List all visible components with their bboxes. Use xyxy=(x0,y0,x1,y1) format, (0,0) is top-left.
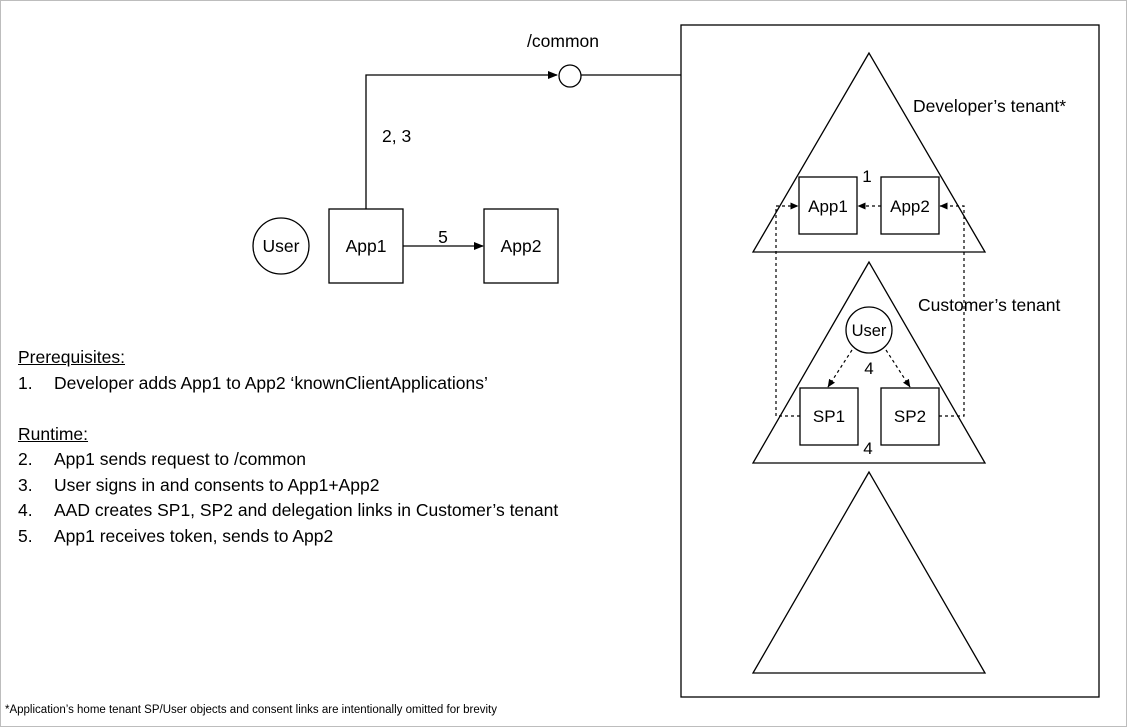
common-endpoint-node xyxy=(558,64,582,88)
common-endpoint-label: /common xyxy=(527,31,599,51)
notes-panel: Prerequisites: 1. Developer adds App1 to … xyxy=(18,345,558,549)
runtime-item: 3. User signs in and consents to App1+App… xyxy=(18,473,558,499)
prerequisite-item: 1. Developer adds App1 to App2 ‘knownClie… xyxy=(18,371,558,397)
prerequisite-item-number: 1. xyxy=(18,372,33,393)
runtime-item: 2. App1 sends request to /common xyxy=(18,447,558,473)
developer-tenant-triangle xyxy=(751,51,987,253)
developer-tenant-title: Developer’s tenant* xyxy=(913,96,1066,116)
app1-box-label: App1 xyxy=(346,236,387,256)
sp1-label: SP1 xyxy=(813,407,845,426)
user-to-sp2-arrow xyxy=(885,349,911,388)
tenants-container xyxy=(680,24,1100,698)
prerequisite-item-text: Developer adds App1 to App2 ‘knownClient… xyxy=(54,372,488,393)
step-label-1: 1 xyxy=(862,167,871,186)
step-label-2-3: 2, 3 xyxy=(382,126,411,146)
runtime-item-text: App1 receives token, sends to App2 xyxy=(54,525,334,546)
runtime-heading: Runtime: xyxy=(18,423,89,444)
other-tenant-triangle xyxy=(751,470,987,674)
dev-app2-box xyxy=(880,176,940,235)
dev-app1-label: App1 xyxy=(808,197,848,216)
app1-to-common-arrow xyxy=(365,71,558,209)
customer-user-label: User xyxy=(852,322,887,340)
runtime-item-text: User signs in and consents to App1+App2 xyxy=(54,474,380,495)
runtime-item-text: AAD creates SP1, SP2 and delegation link… xyxy=(54,500,559,520)
customer-tenant-title: Customer’s tenant xyxy=(918,295,1060,315)
sp2-box xyxy=(880,387,940,446)
sp1-to-app1-delegation-link xyxy=(775,202,800,417)
footnote: *Application’s home tenant SP/User objec… xyxy=(5,704,497,716)
runtime-item-text: App1 sends request to /common xyxy=(54,449,306,469)
runtime-item-number: 4. xyxy=(18,500,33,520)
prerequisites-heading: Prerequisites: xyxy=(18,347,125,367)
runtime-item-number: 2. xyxy=(18,449,33,469)
customer-user-node xyxy=(845,306,893,354)
runtime-item: 4. AAD creates SP1, SP2 and delegation li… xyxy=(18,498,558,524)
app2-box xyxy=(483,208,559,284)
step-label-4-delegation: 4 xyxy=(863,439,872,458)
step-label-5: 5 xyxy=(438,227,448,247)
sp1-box xyxy=(799,387,859,446)
runtime-item: 5. App1 receives token, sends to App2 xyxy=(18,524,558,550)
user-node-label: User xyxy=(263,236,300,256)
step-label-4-create: 4 xyxy=(864,359,873,378)
dev-app1-box xyxy=(798,176,858,235)
sp2-to-app2-delegation-link xyxy=(939,202,965,417)
user-node xyxy=(252,217,310,275)
runtime-item-number: 5. xyxy=(18,525,33,546)
sp2-label: SP2 xyxy=(894,407,926,426)
dev-app2-label: App2 xyxy=(890,197,930,216)
user-to-sp1-arrow xyxy=(827,349,853,388)
app2-box-label: App2 xyxy=(501,236,542,256)
runtime-item-number: 3. xyxy=(18,474,33,495)
customer-tenant-triangle xyxy=(751,260,987,464)
